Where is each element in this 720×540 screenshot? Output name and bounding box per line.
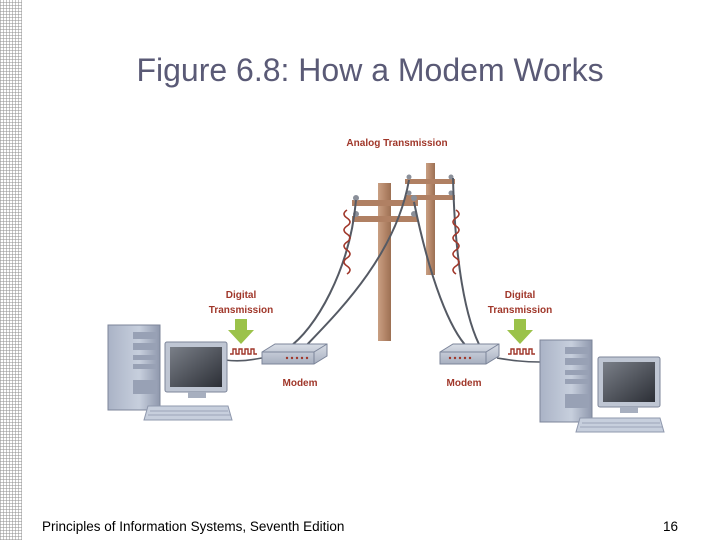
arrow-down-icon [228,319,254,344]
slide-title: Figure 6.8: How a Modem Works [136,52,604,88]
digital-wave-left [230,348,257,355]
digital-label-left-line1: Digital [226,290,257,301]
footer-book-title: Principles of Information Systems, Seven… [42,519,345,534]
analog-wave-left [343,209,351,275]
modem-device-right [439,343,500,365]
left-pattern-border [0,0,22,540]
computer-modem-cables [224,357,541,363]
modem-device-left [261,343,328,365]
digital-wave-right [508,348,535,355]
analog-wave-right [452,209,460,275]
desktop-computer-left [107,324,233,421]
modem-label-left: Modem [283,378,318,389]
desktop-computer-right [539,339,665,433]
analog-transmission-label: Analog Transmission [346,138,447,149]
arrow-down-icon [507,319,533,344]
modem-label-right: Modem [447,378,482,389]
digital-label-right-line1: Digital [505,290,536,301]
digital-label-left-line2: Transmission [209,305,273,316]
utility-pole-back [405,163,455,275]
digital-label-right-line2: Transmission [488,305,552,316]
page-number: 16 [662,519,678,534]
utility-pole-front [352,183,418,341]
phone-line-cables [287,177,483,351]
